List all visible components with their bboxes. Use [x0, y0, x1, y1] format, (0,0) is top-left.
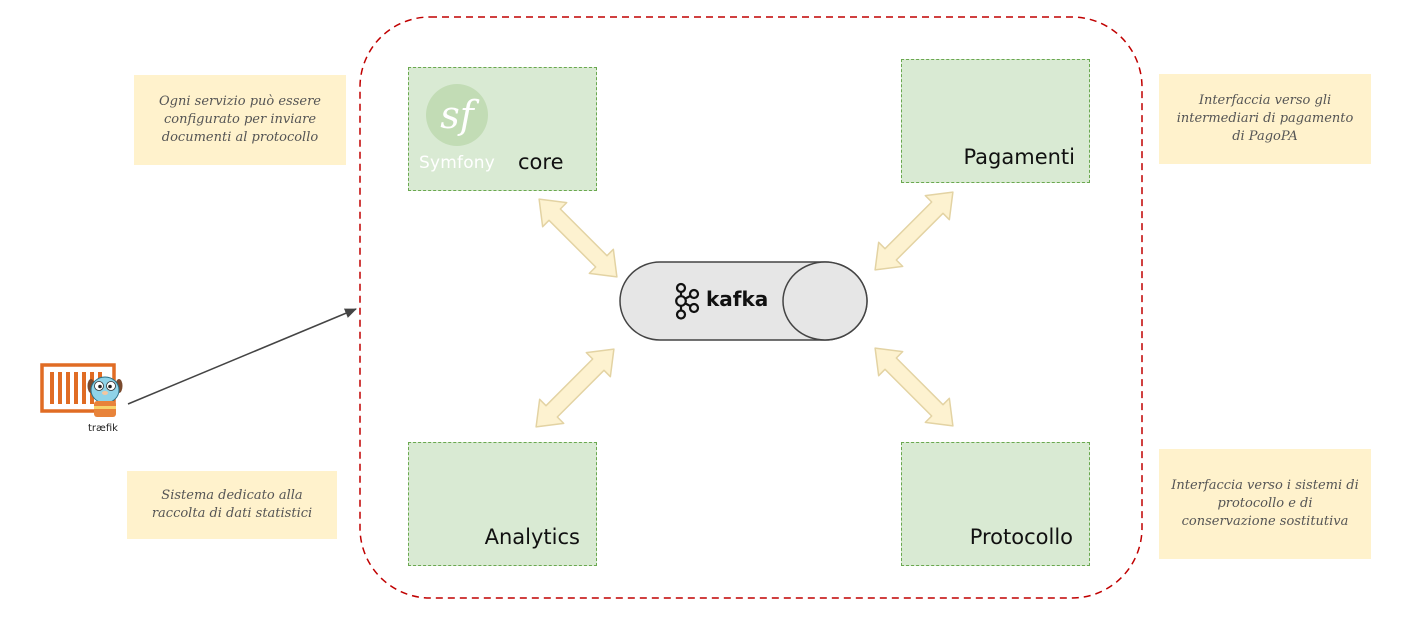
pagamenti-service-box: Pagamenti — [901, 59, 1090, 183]
arrow-pagamenti-kafka — [874, 191, 954, 271]
core-service-box: sf Symfony core — [408, 67, 597, 191]
symfony-label: Symfony — [419, 153, 496, 173]
symfony-logo-icon: sf — [426, 84, 488, 146]
traefik-arrow — [127, 308, 357, 405]
protocollo-note: Interfaccia verso i sistemi di protocoll… — [1159, 449, 1371, 559]
system-boundary — [359, 16, 1143, 599]
kafka-label: kafka — [706, 287, 769, 311]
analytics-service-box: Analytics — [408, 442, 597, 566]
traefik-label: træfik — [88, 423, 118, 434]
arrow-core-kafka — [538, 198, 618, 278]
core-label: core — [518, 150, 564, 174]
analytics-label: Analytics — [484, 525, 580, 549]
pagamenti-note: Interfaccia verso gli intermediari di pa… — [1159, 74, 1371, 164]
core-note: Ogni servizio può essere configurato per… — [134, 75, 346, 165]
arrow-analytics-kafka — [535, 348, 615, 428]
protocollo-label: Protocollo — [969, 525, 1073, 549]
traefik-gopher-icon — [40, 363, 123, 417]
analytics-note: Sistema dedicato alla raccolta di dati s… — [127, 471, 337, 539]
kafka-logo-icon — [675, 282, 700, 320]
arrow-protocollo-kafka — [874, 347, 954, 427]
protocollo-service-box: Protocollo — [901, 442, 1090, 566]
kafka-cylinder — [619, 261, 868, 341]
svg-text:sf: sf — [440, 93, 480, 137]
pagamenti-label: Pagamenti — [963, 145, 1075, 169]
